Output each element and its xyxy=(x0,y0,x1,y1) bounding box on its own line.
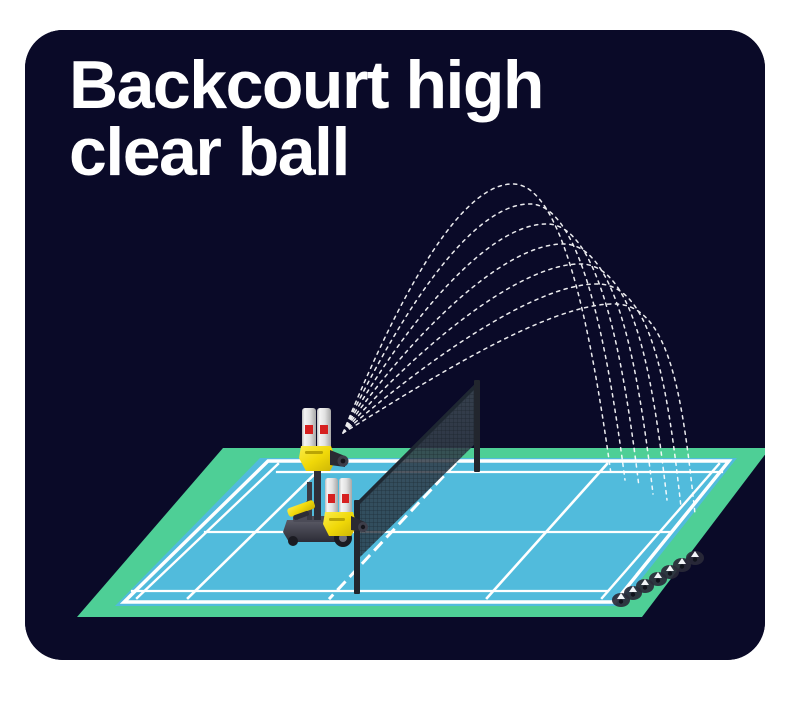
net-mesh-texture xyxy=(357,382,477,560)
raised-launcher-vent xyxy=(305,451,323,454)
badminton-court xyxy=(77,448,765,617)
badminton-net xyxy=(354,380,480,594)
cart-side-tray xyxy=(287,500,316,517)
trajectory-arc-2 xyxy=(342,203,626,481)
raised-launcher-nozzle-core xyxy=(340,458,346,464)
cart-launcher-vent xyxy=(329,518,345,521)
net-tape-top xyxy=(357,382,477,507)
cart-tube-label-left xyxy=(328,494,335,503)
court-line-short-service-right xyxy=(485,462,609,600)
cart-tray-base xyxy=(293,510,309,520)
raised-tube-label-left xyxy=(305,425,313,434)
trajectory-arc-5 xyxy=(342,263,668,501)
net-post-far xyxy=(474,380,480,472)
cart-launcher-nozzle-core xyxy=(360,524,366,530)
landed-shuttlecocks xyxy=(612,551,704,607)
net-post-near xyxy=(354,500,360,594)
court-line-centre-dashed xyxy=(327,461,458,601)
raised-tube-label-right xyxy=(320,425,328,434)
trajectory-arc-6 xyxy=(342,283,682,508)
badminton-scene xyxy=(25,30,765,660)
shuttlecock xyxy=(673,558,691,572)
court-line-short-service-left xyxy=(186,462,327,600)
shuttle-feeding-robot-on-cart xyxy=(283,458,368,547)
cart-tube-label-right xyxy=(342,494,349,503)
trajectory-arc-7 xyxy=(342,303,696,515)
trajectory-arc-4 xyxy=(342,243,654,495)
trajectory-arc-1 xyxy=(342,183,612,475)
shuttlecock xyxy=(636,579,654,593)
cart-mast xyxy=(314,458,321,520)
cart-wheel-front xyxy=(288,536,298,546)
trajectory-arc-3 xyxy=(342,223,640,488)
shuttlecock xyxy=(686,551,704,565)
court-lines xyxy=(119,459,733,604)
raised-launcher-head xyxy=(299,408,349,471)
illustration-card: Backcourt high clear ball xyxy=(25,30,765,660)
shuttle-trajectory-arcs xyxy=(342,183,696,515)
